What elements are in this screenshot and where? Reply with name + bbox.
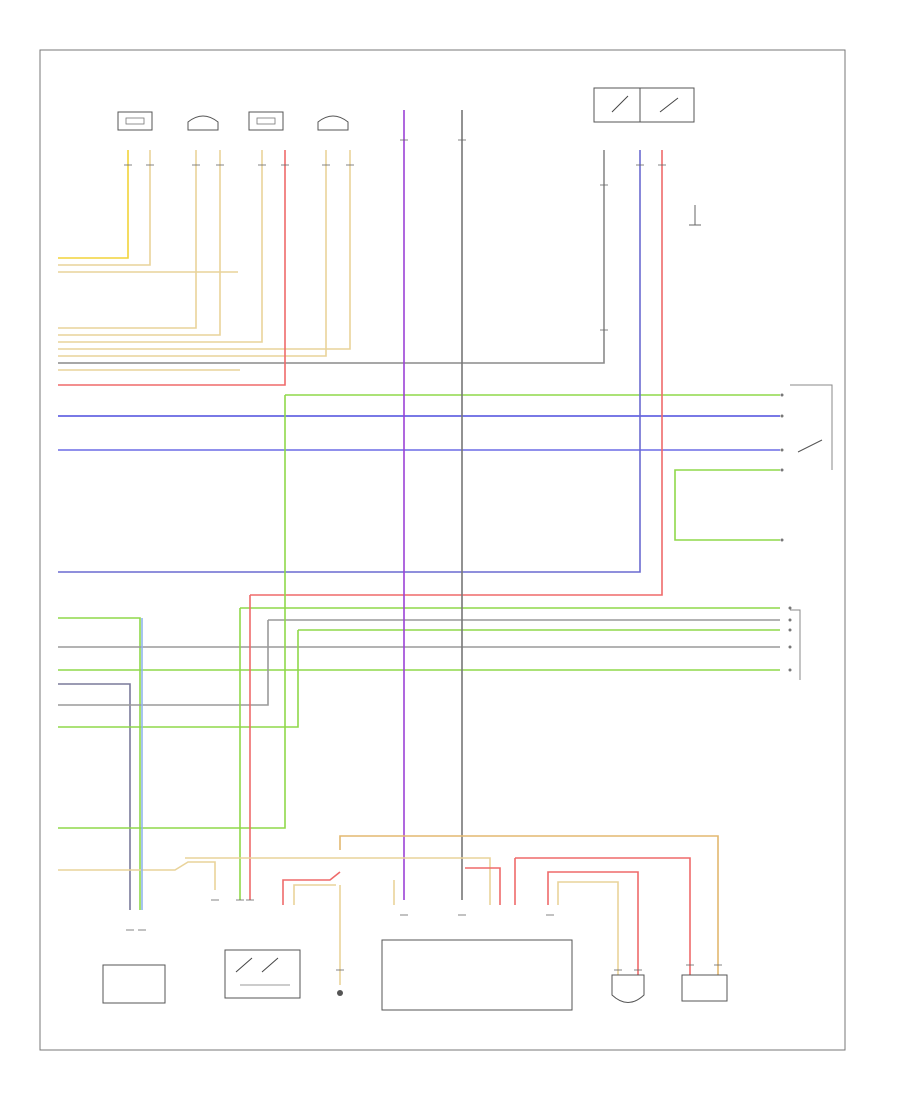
sensor-2 xyxy=(187,115,219,131)
right-connector-lines xyxy=(790,384,833,680)
ground-bottom xyxy=(337,990,343,996)
vertical-wires xyxy=(239,110,463,900)
lower-feed-wires xyxy=(185,835,719,985)
connector-ticks xyxy=(124,139,722,971)
module-bottom-left xyxy=(102,964,166,1004)
component-bottom-right xyxy=(681,974,728,1002)
sensor-1 xyxy=(117,111,153,131)
sensor-4 xyxy=(317,115,349,131)
switch-right-middle xyxy=(797,439,823,453)
control-module-bottom xyxy=(381,939,573,1011)
fan-motor-bottom xyxy=(611,974,645,1003)
horizontal-wires xyxy=(58,150,780,910)
diagram-frame xyxy=(39,49,846,1051)
relay-switch-top-right xyxy=(593,87,695,123)
relay-bottom xyxy=(224,949,301,999)
right-connector-pins xyxy=(780,393,792,672)
ground-symbol-top-right xyxy=(689,205,701,226)
sensor-3 xyxy=(248,111,284,131)
